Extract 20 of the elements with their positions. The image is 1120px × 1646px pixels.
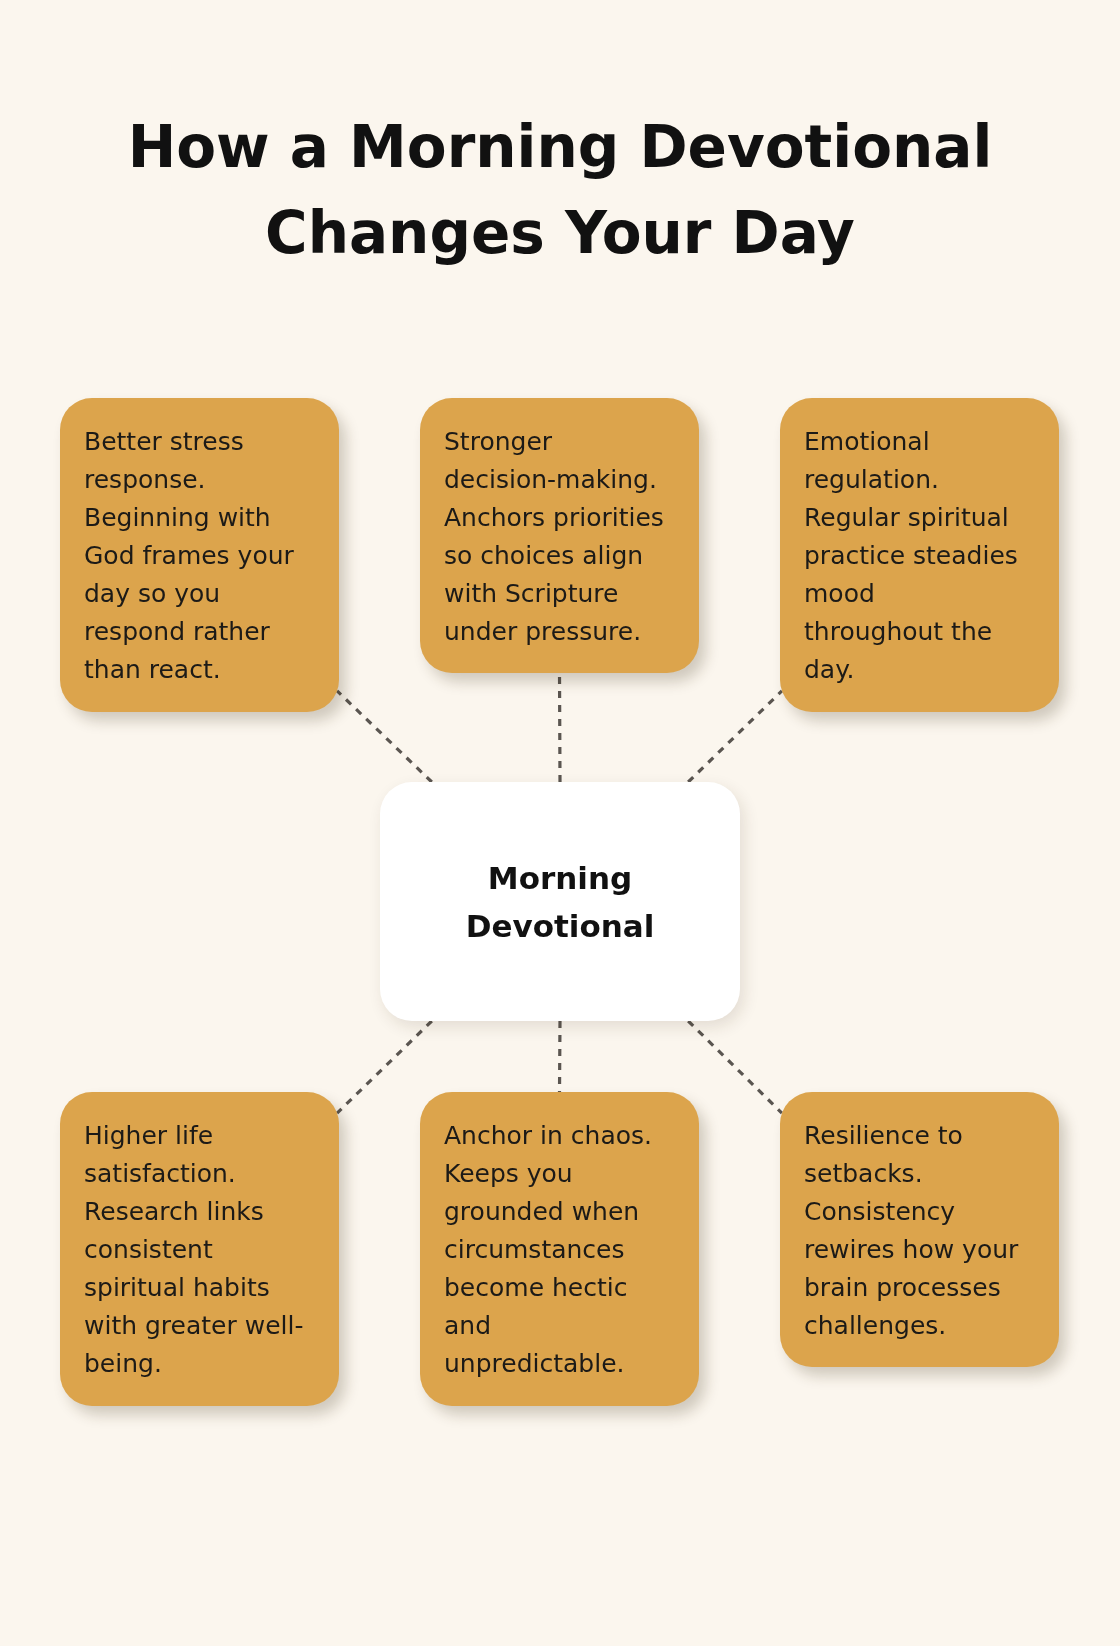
benefit-text: Anchor in chaos. Keeps you grounded when circumstances become hectic and unpredictable.	[444, 1120, 653, 1380]
center-text: Morning Devotional	[464, 858, 656, 946]
benefit-card	[780, 398, 1059, 712]
dashed-connector	[557, 1021, 562, 1092]
benefit-text: Emotional regulation. Regular spiritual practice steadies mood throughout the day.	[804, 426, 1019, 686]
benefit-card	[420, 398, 699, 673]
title: How a Morning Devotional Changes Your Day	[126, 112, 994, 269]
center-card	[380, 782, 740, 1021]
dashed-connector	[336, 689, 433, 784]
dashed-connector	[336, 1019, 433, 1115]
benefit-text: Resilience to setbacks. Consistency rewires how your brain processes challenges.	[804, 1120, 1020, 1342]
benefit-card	[60, 1092, 339, 1406]
benefit-card	[420, 1092, 699, 1406]
benefit-text: Stronger decision-making. Anchors priorities so choices align with Scripture under pressure.	[444, 426, 665, 648]
benefit-text: Better stress response. Beginning with God frames your day so you respond rather than react.	[84, 426, 295, 686]
benefit-card	[60, 398, 339, 712]
benefit-card	[780, 1092, 1059, 1367]
benefit-text: Higher life satisfaction. Research links consistent spiritual habits with greater well-being.	[84, 1120, 305, 1380]
dashed-connector	[687, 1019, 784, 1115]
dashed-connector	[687, 689, 783, 784]
